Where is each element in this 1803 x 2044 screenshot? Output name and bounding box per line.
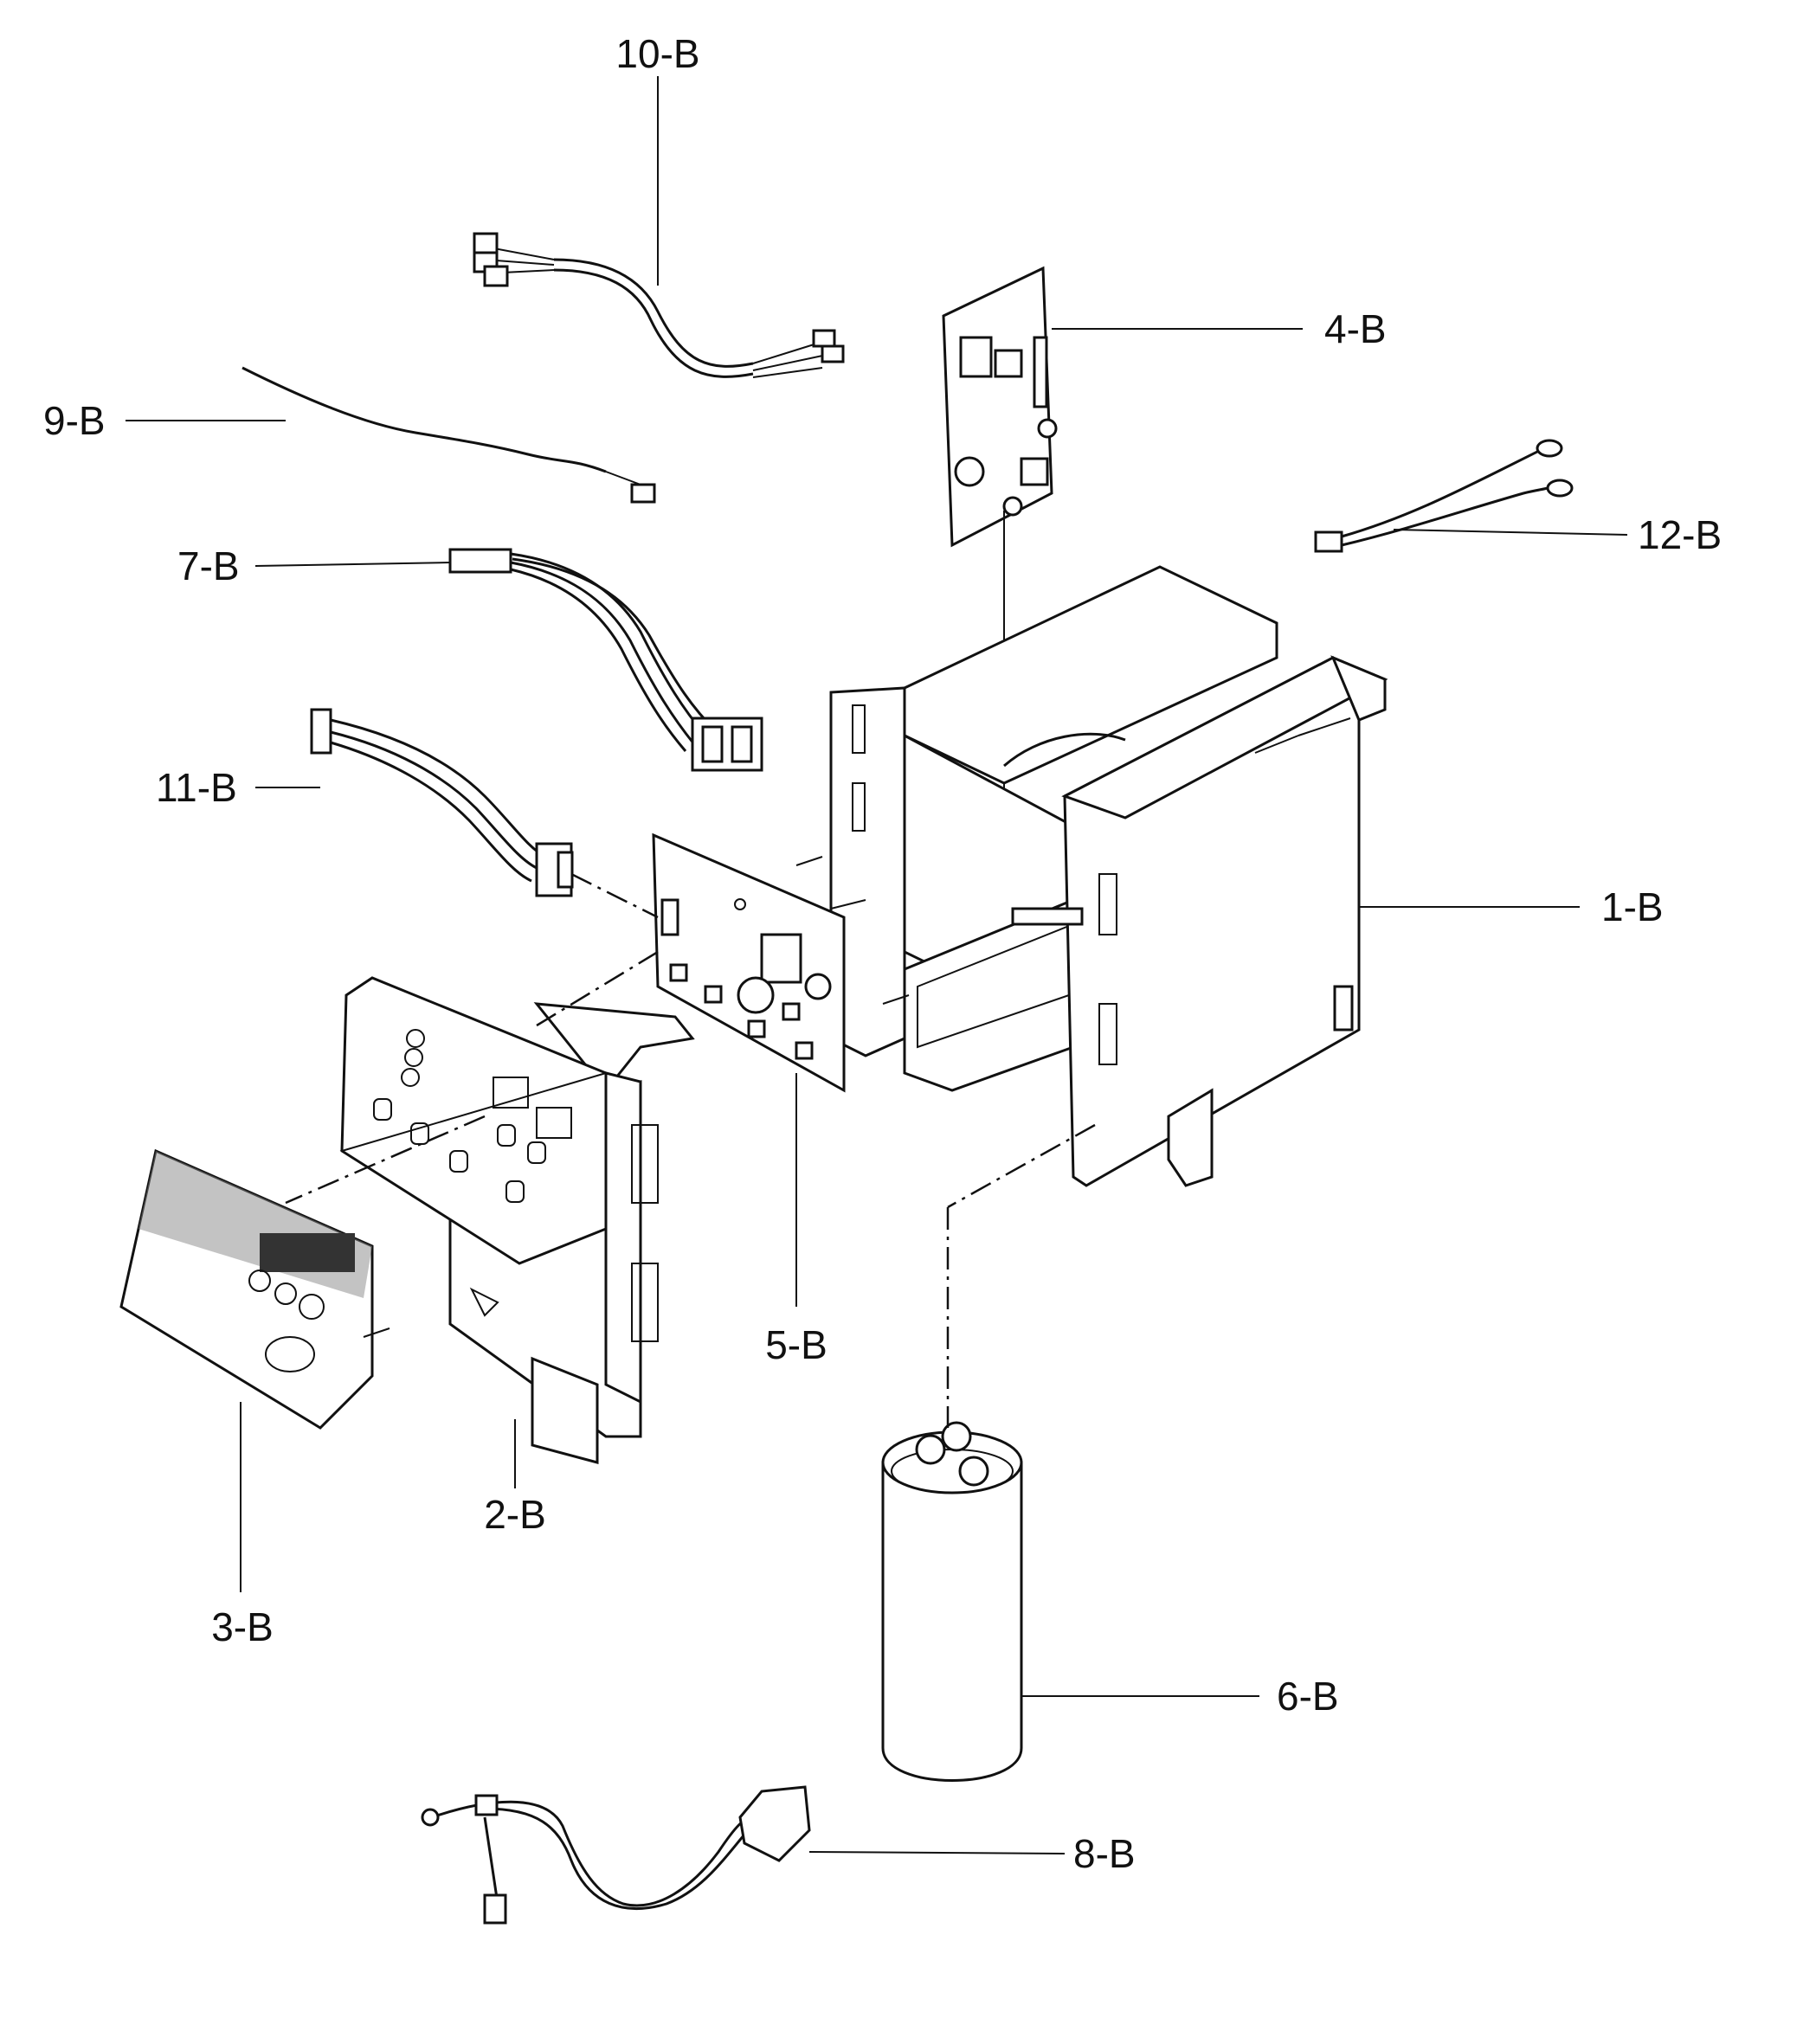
part-7b-wire-harness — [448, 548, 763, 772]
part-3b-front-overlay — [119, 1148, 390, 1430]
part-labels: 10-B 9-B 7-B 11-B 4-B 12-B 1-B 5-B 2-B 3… — [43, 31, 1722, 1876]
alignment-lines — [285, 872, 1096, 1428]
label-6b: 6-B — [1277, 1674, 1339, 1719]
leader-7b — [254, 562, 451, 567]
label-11b: 11-B — [156, 765, 237, 810]
part-1b-control-box — [829, 565, 1388, 1187]
label-3b: 3-B — [211, 1604, 274, 1649]
leader-12b — [1393, 529, 1628, 536]
leader-lines — [126, 76, 1628, 1854]
label-8b: 8-B — [1073, 1831, 1136, 1876]
label-4b: 4-B — [1324, 306, 1387, 351]
label-1b: 1-B — [1601, 884, 1664, 929]
label-7b: 7-B — [177, 543, 240, 588]
label-5b: 5-B — [765, 1322, 827, 1367]
label-12b: 12-B — [1638, 512, 1722, 557]
leader-8b — [808, 1851, 1066, 1854]
part-9b-sensor-wire — [241, 366, 656, 504]
part-6b-capacitor — [881, 1421, 1023, 1782]
part-11b-ribbon-cable — [310, 708, 574, 897]
part-5b-pcb — [652, 832, 910, 1093]
part-12b-jumper-wire — [1314, 439, 1574, 553]
part-10b-wire-harness — [473, 232, 845, 378]
label-9b: 9-B — [43, 398, 106, 443]
part-8b-power-harness — [421, 1785, 811, 1925]
label-2b: 2-B — [484, 1492, 546, 1537]
label-10b: 10-B — [615, 31, 699, 76]
